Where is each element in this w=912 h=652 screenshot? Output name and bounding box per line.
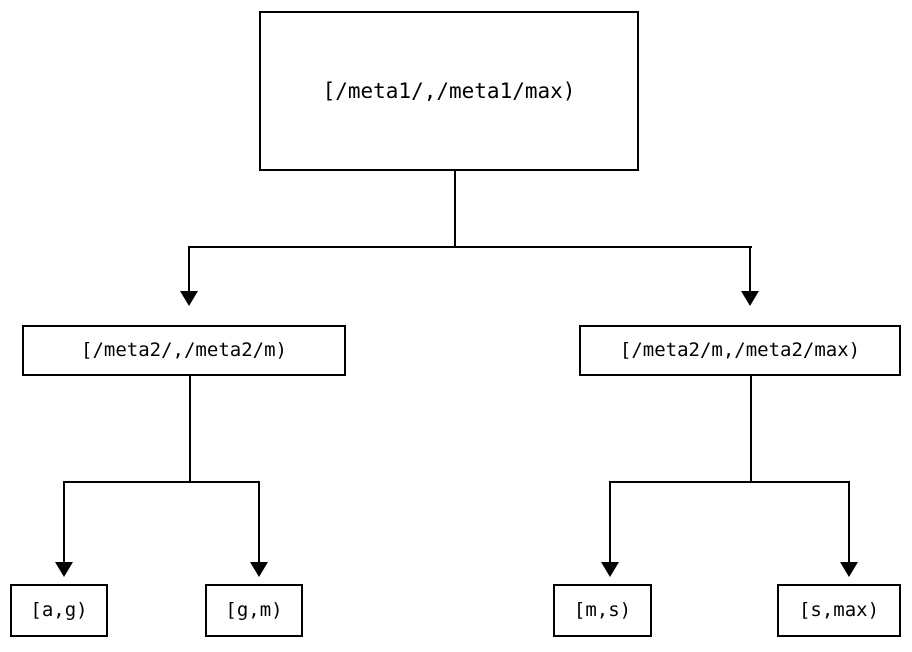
edge-root-to-mid-left [188,246,190,292]
tree-node-leaf-ms-label: [m,s) [573,599,632,621]
arrowhead-down-icon-mid-left [180,291,198,306]
tree-node-leaf-smax[interactable]: [s,max) [777,584,901,637]
edge-mid-left-crossbar [63,481,260,483]
edge-mid-left-stem [189,376,191,483]
tree-node-root-label: [/meta1/,/meta1/max) [322,78,576,103]
edge-root-stem [454,170,456,248]
tree-node-leaf-smax-label: [s,max) [798,599,880,621]
edge-mid-left-to-leaf-ag [63,481,65,563]
arrowhead-down-icon-leaf-smax [840,562,858,577]
arrowhead-down-icon-leaf-gm [250,562,268,577]
edge-mid-right-crossbar [609,481,850,483]
tree-node-leaf-ms[interactable]: [m,s) [553,584,652,637]
arrowhead-down-icon-mid-right [741,291,759,306]
edge-mid-right-to-leaf-ms [609,481,611,563]
tree-node-leaf-ag[interactable]: [a,g) [10,584,108,637]
edge-mid-left-to-leaf-gm [258,481,260,563]
edge-mid-right-to-leaf-smax [848,481,850,563]
tree-node-mid-right[interactable]: [/meta2/m,/meta2/max) [579,325,901,376]
edge-root-to-mid-right [749,246,751,292]
tree-node-mid-left[interactable]: [/meta2/,/meta2/m) [22,325,346,376]
tree-node-leaf-gm-label: [g,m) [225,599,283,621]
tree-node-mid-right-label: [/meta2/m,/meta2/max) [619,339,861,361]
tree-node-leaf-gm[interactable]: [g,m) [205,584,303,637]
arrowhead-down-icon-leaf-ag [55,562,73,577]
edge-mid-right-stem [750,376,752,483]
edge-root-crossbar [188,246,752,248]
tree-node-mid-left-label: [/meta2/,/meta2/m) [81,339,287,361]
tree-node-leaf-ag-label: [a,g) [30,599,88,621]
arrowhead-down-icon-leaf-ms [601,562,619,577]
tree-node-root[interactable]: [/meta1/,/meta1/max) [259,11,639,171]
